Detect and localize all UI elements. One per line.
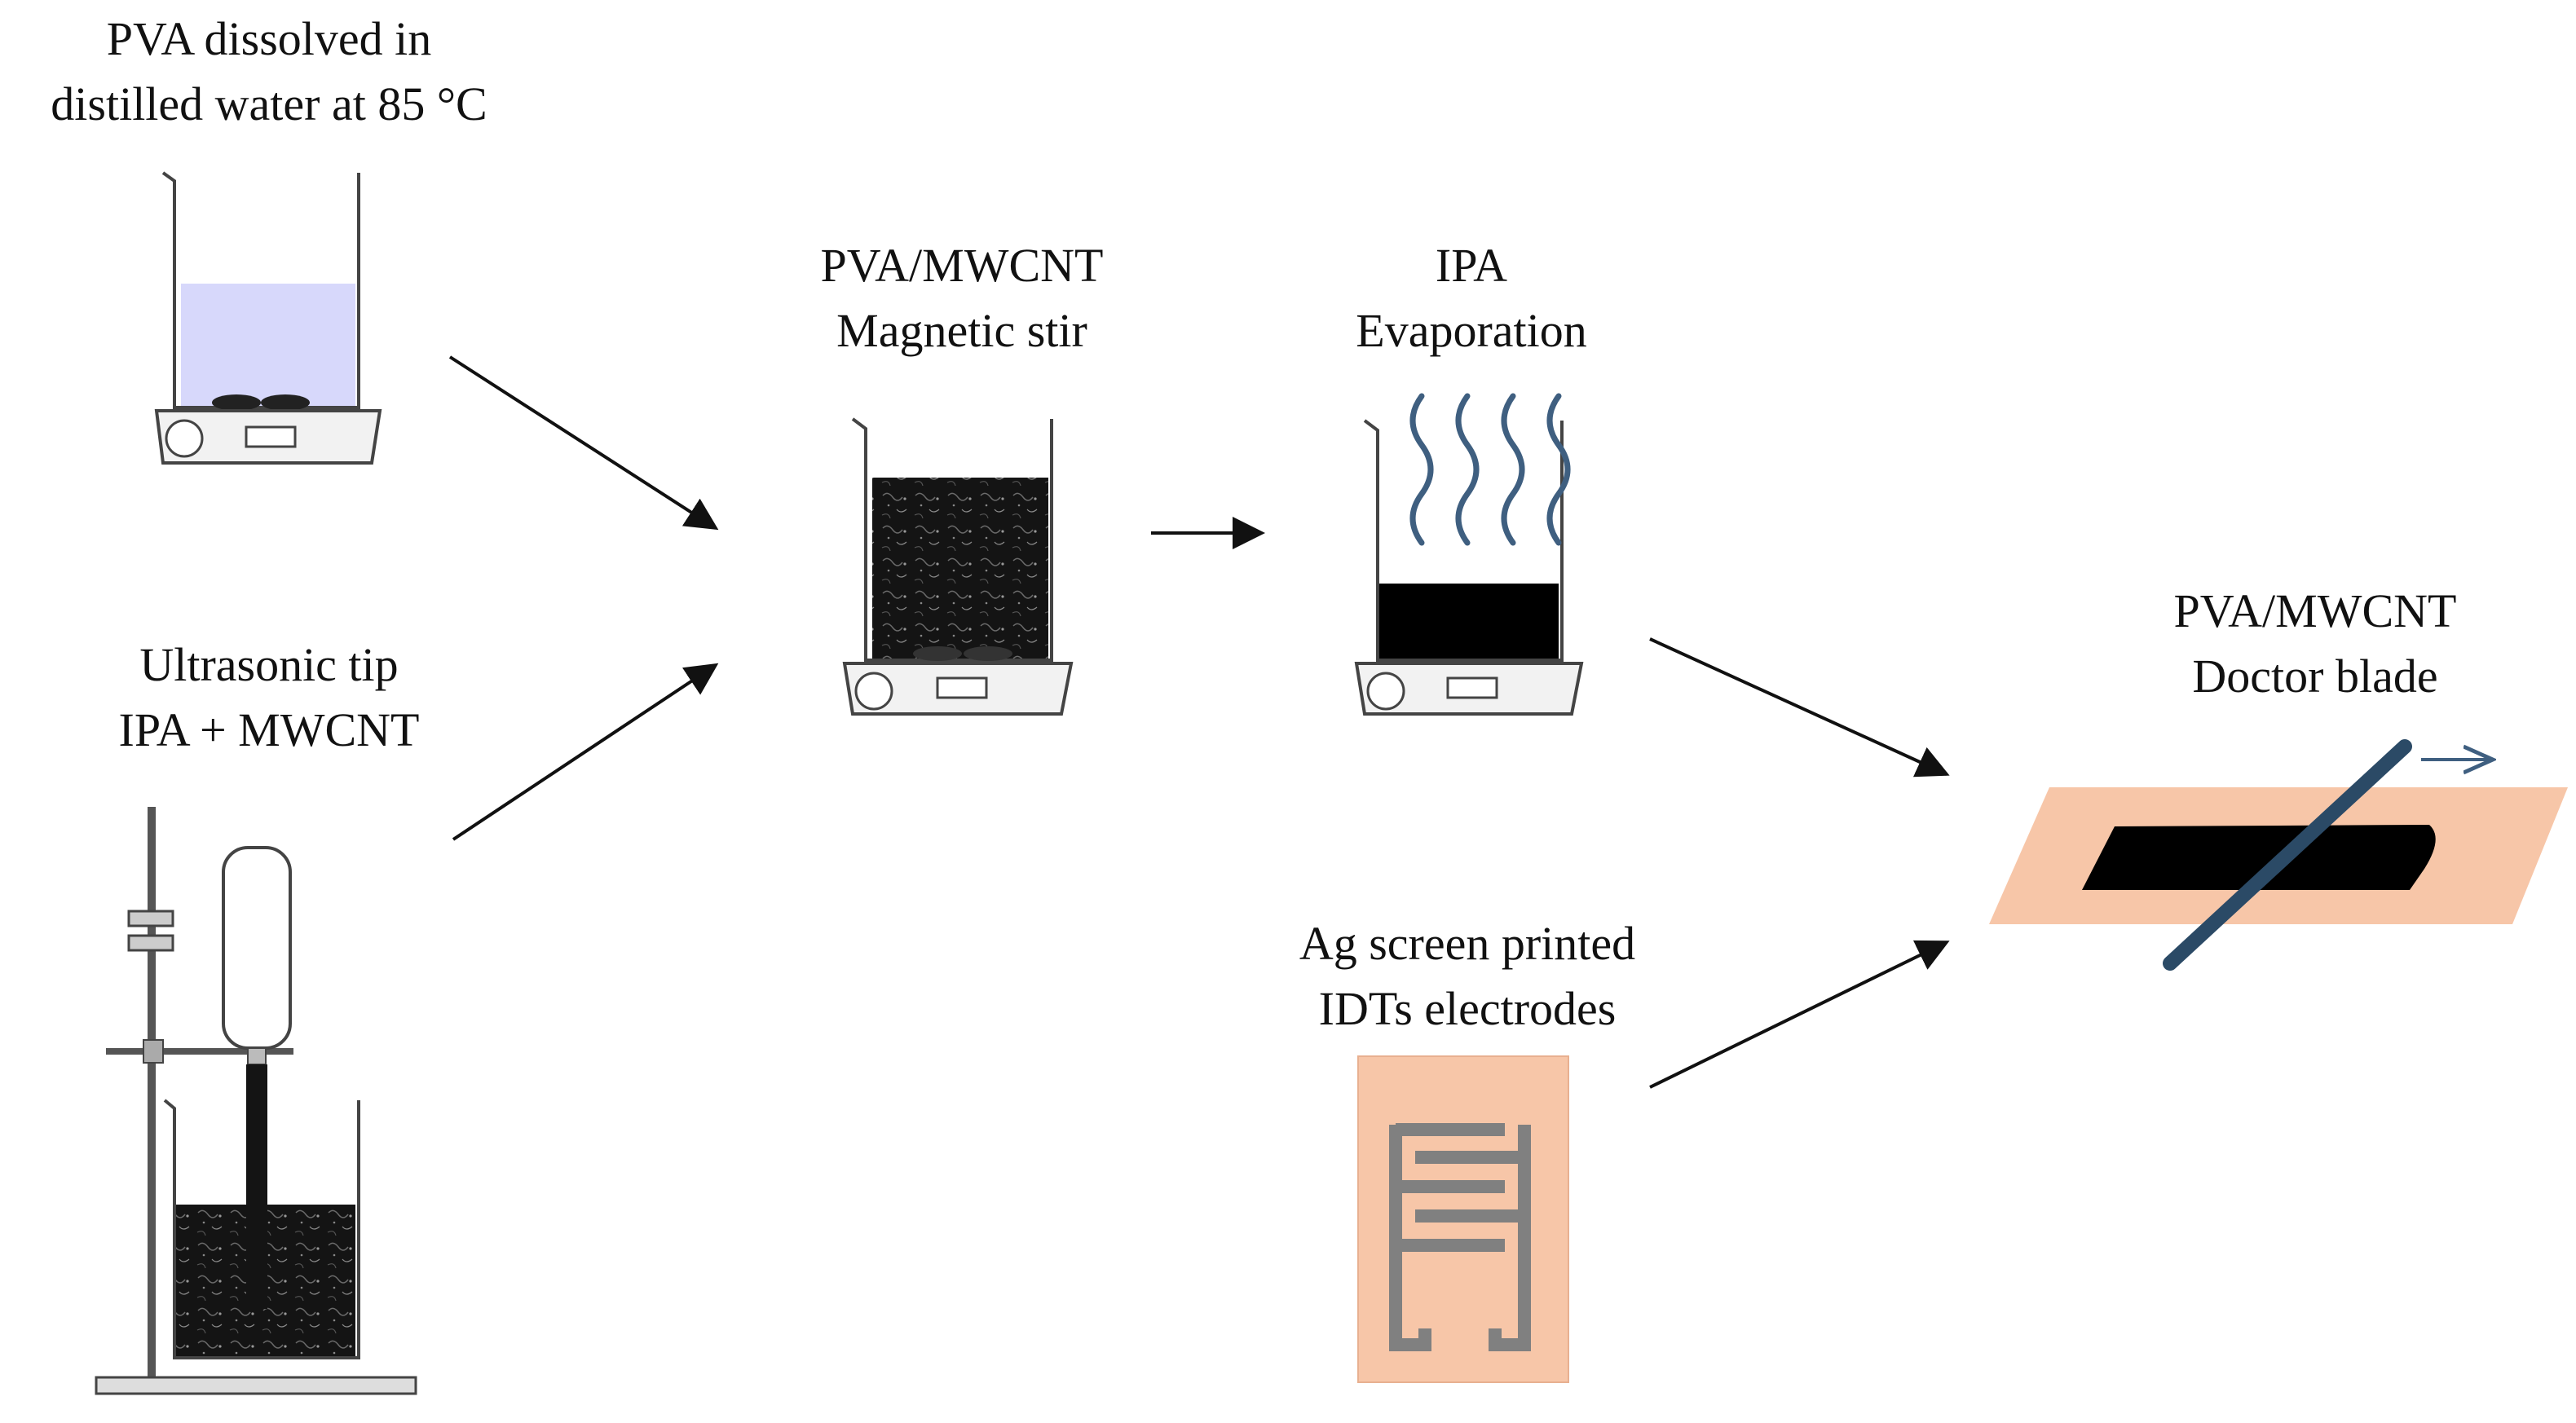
pva-beaker-hotplate-icon	[154, 171, 382, 465]
ultrasonic-probe-icon	[95, 807, 417, 1395]
label-electrodes-line1: Ag screen printed	[1299, 917, 1636, 970]
label-evaporation-line2: Evaporation	[1356, 304, 1587, 357]
label-evaporation: IPA Evaporation	[1264, 233, 1679, 363]
label-pva-line2: distilled water at 85 °C	[51, 77, 487, 130]
label-ultrasonic-line2: IPA + MWCNT	[118, 703, 420, 756]
label-pva-line1: PVA dissolved in	[106, 12, 432, 65]
label-evaporation-line1: IPA	[1435, 239, 1508, 292]
label-stir: PVA/MWCNT Magnetic stir	[734, 233, 1190, 363]
vapor-icon	[1409, 393, 1571, 546]
stir-beaker-hotplate-icon	[842, 417, 1074, 716]
label-stir-line1: PVA/MWCNT	[820, 239, 1104, 292]
doctor-blade-icon	[1989, 739, 2568, 971]
evaporation-beaker-hotplate-icon	[1354, 393, 1584, 716]
label-ultrasonic: Ultrasonic tip IPA + MWCNT	[33, 632, 505, 763]
arrow-electrodes-to-blade	[1649, 940, 1950, 1089]
label-ultrasonic-line1: Ultrasonic tip	[139, 638, 399, 691]
label-doctor-blade-line2: Doctor blade	[2192, 650, 2438, 703]
label-doctor-blade-line1: PVA/MWCNT	[2173, 584, 2457, 637]
arrow-ultrasonic-to-stir	[452, 663, 719, 841]
label-electrodes: Ag screen printed IDTs electrodes	[1206, 911, 1728, 1042]
arrow-evaporation-to-blade	[1649, 637, 1950, 778]
flow-arrows	[448, 355, 1950, 1089]
label-electrodes-line2: IDTs electrodes	[1318, 982, 1617, 1035]
idt-electrode-icon	[1357, 1055, 1569, 1383]
arrow-pva-to-stir	[448, 355, 719, 531]
label-stir-line2: Magnetic stir	[836, 304, 1087, 357]
label-doctor-blade: PVA/MWCNT Doctor blade	[2062, 579, 2568, 709]
label-pva: PVA dissolved in distilled water at 85 °…	[8, 7, 530, 137]
